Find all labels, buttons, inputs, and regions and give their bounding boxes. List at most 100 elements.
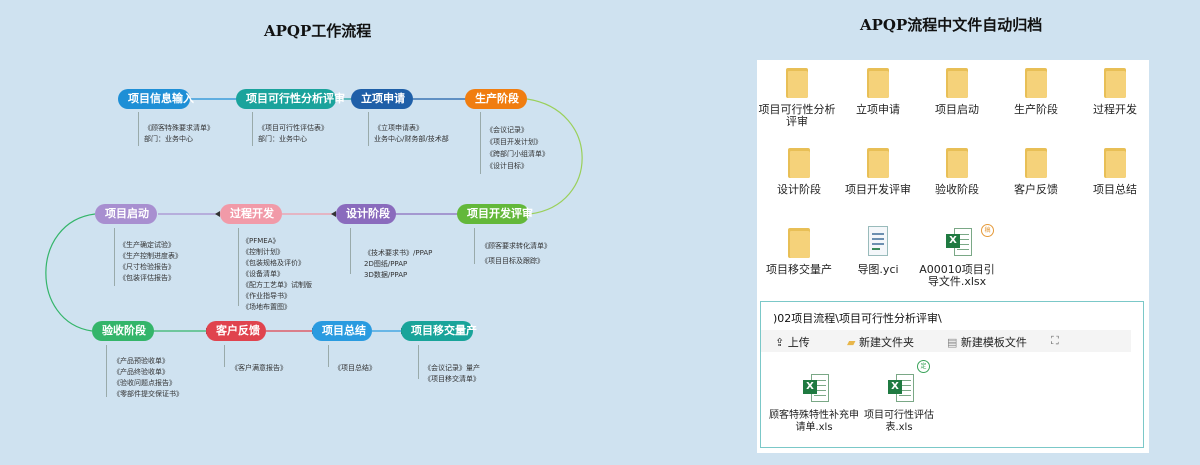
sub-item: 《顾客要求转化清单》 (481, 242, 551, 250)
sub-item: 《项目总结》 (334, 364, 376, 372)
sub-item: 《控制计划》 (242, 248, 284, 256)
file-label: 项目可行性评估表.xls (864, 410, 934, 433)
sub-item: 《立项申请表》 (374, 124, 423, 132)
sub-list-design: 《技术要求书》/PPAP 2D图纸/PPAP 3D数据/PPAP (364, 248, 432, 281)
flow-node-project-start: 项目启动 (95, 204, 157, 224)
file-label: 导图.yci (857, 263, 899, 276)
sub-item: 《包装评估报告》 (119, 274, 175, 282)
flow-node-feasibility-review: 项目可行性分析评审 (236, 89, 345, 109)
sub-item: 《配方工艺单》试制版 (242, 281, 312, 289)
folder-item[interactable]: 设计阶段 (757, 148, 841, 196)
folder-icon (788, 148, 810, 178)
sub-bracket (238, 228, 240, 306)
sub-item: 《包装规格及评价》 (242, 259, 305, 267)
folder-label: 过程开发 (1093, 103, 1137, 116)
sub-item: 《生产确定试验》 (119, 241, 175, 249)
sub-item: 《项目开发计划》 (486, 138, 542, 146)
sub-item: 《生产控制进度表》 (119, 252, 182, 260)
sub-list-acceptance: 《产品预验收单》 《产品终验收单》 《验收问题点报告》 《零部件提交保证书》 (113, 356, 183, 400)
new-folder-icon: ▰ (847, 336, 856, 349)
folder-item[interactable]: 项目总结 (1073, 148, 1157, 196)
sub-bracket (350, 228, 352, 274)
sub-list-apply: 《立项申请表》 业务中心/财务部/技术部 (374, 123, 449, 145)
folder-icon (946, 68, 968, 98)
file-item[interactable]: X 顾客特殊特性补充申请单.xls (769, 372, 859, 434)
folder-icon (1104, 68, 1126, 98)
folder-icon (1104, 148, 1126, 178)
sub-item: 《产品终验收单》 (113, 368, 169, 376)
file-item[interactable]: X 稿 A00010项目引导文件.xlsx (915, 224, 999, 288)
folder-item[interactable]: 项目开发评审 (836, 148, 920, 196)
folder-label: 项目启动 (935, 103, 979, 116)
sub-list-process: 《PFMEA》 《控制计划》 《包装规格及评价》 《设备清单》 《配方工艺单》试… (242, 236, 312, 313)
flow-node-design: 设计阶段 (336, 204, 396, 224)
sub-item: 业务中心/财务部/技术部 (374, 135, 449, 143)
sub-bracket (106, 345, 108, 397)
sub-item: 《作业指导书》 (242, 292, 291, 300)
sub-bracket (328, 345, 330, 367)
folder-item[interactable]: 生产阶段 (994, 68, 1078, 116)
sub-item: 部门：业务中心 (258, 135, 307, 143)
sub-item: 部门：业务中心 (144, 135, 193, 143)
sub-bracket (138, 112, 140, 146)
sub-bracket (252, 112, 254, 146)
sub-bracket (480, 112, 482, 174)
sub-item: 《尺寸检验报告》 (119, 263, 175, 271)
flow-node-info-input: 项目信息输入 (118, 89, 194, 109)
folder-icon (867, 148, 889, 178)
template-icon: ▤ (947, 336, 958, 349)
crop-icon[interactable]: ⛶ (1051, 334, 1059, 347)
sub-item: 《跨部门小组清单》 (486, 150, 549, 158)
sub-bracket (418, 345, 420, 379)
upload-label: 上传 (787, 336, 810, 349)
folder-item[interactable]: 过程开发 (1073, 68, 1157, 116)
flow-node-acceptance: 验收阶段 (92, 321, 154, 341)
right-title: APQP流程中文件自动归档 (860, 16, 1043, 34)
folder-icon (1025, 148, 1047, 178)
sub-item: 《顾客特殊要求清单》 (144, 124, 214, 132)
sub-item: 《零部件提交保证书》 (113, 390, 183, 398)
folder-item[interactable]: 项目启动 (915, 68, 999, 116)
file-status-badge: 稿 (981, 224, 994, 237)
folder-item[interactable]: 项目移交量产 (757, 228, 841, 276)
file-item[interactable]: X 定 项目可行性评估表.xls (857, 360, 941, 434)
sub-list-production: 《会议记录》 《项目开发计划》 《跨部门小组清单》 《设计目标》 (486, 124, 549, 172)
excel-icon: X (801, 372, 829, 404)
dialog-toolbar: ⇪ 上传 ▰ 新建文件夹 ▤ 新建模板文件 ⛶ (761, 330, 1131, 352)
sub-item: 《客户满意报告》 (231, 364, 287, 372)
sub-item: 《验收问题点报告》 (113, 379, 176, 387)
folder-label: 项目总结 (1093, 183, 1137, 196)
folder-item[interactable]: 验收阶段 (915, 148, 999, 196)
sub-list-summary: 《项目总结》 (334, 363, 376, 374)
sub-item: 3D数据/PPAP (364, 271, 408, 279)
file-item[interactable]: 导图.yci (836, 226, 920, 276)
sub-item: 2D图纸/PPAP (364, 260, 408, 268)
sub-item: 《设计目标》 (486, 162, 528, 170)
flow-node-customer-feedback: 客户反馈 (206, 321, 266, 341)
folder-item[interactable]: 客户反馈 (994, 148, 1078, 196)
sub-list-devreview: 《顾客要求转化清单》 《项目目标及跟踪》 (481, 239, 551, 269)
flow-node-handover: 项目移交量产 (401, 321, 477, 341)
folder-label: 客户反馈 (1014, 183, 1058, 196)
new-folder-button[interactable]: ▰ 新建文件夹 (847, 334, 914, 350)
flow-node-dev-review: 项目开发评审 (457, 204, 533, 224)
sub-list-info: 《顾客特殊要求清单》 部门：业务中心 (144, 123, 214, 145)
sub-bracket (368, 112, 370, 146)
sub-list-handover: 《会议记录》量产 《项目移交清单》 (424, 363, 480, 385)
folder-label: 验收阶段 (935, 183, 979, 196)
sub-item: 《产品预验收单》 (113, 357, 169, 365)
file-label: 顾客特殊特性补充申请单.xls (769, 410, 859, 433)
sub-list-feedback: 《客户满意报告》 (231, 363, 287, 374)
folder-icon (867, 68, 889, 98)
folder-dialog: )02项目流程\项目可行性分析评审\ ⇪ 上传 ▰ 新建文件夹 ▤ 新建模板文件… (760, 301, 1144, 448)
sub-list-start: 《生产确定试验》 《生产控制进度表》 《尺寸检验报告》 《包装评估报告》 (119, 240, 182, 284)
folder-item[interactable]: 项目可行性分析评审 (755, 68, 839, 128)
sub-item: 《项目目标及跟踪》 (481, 257, 544, 265)
new-template-label: 新建模板文件 (960, 336, 1027, 349)
flow-node-summary: 项目总结 (312, 321, 372, 341)
folder-label: 项目可行性分析评审 (758, 103, 836, 128)
folder-item[interactable]: 立项申请 (836, 68, 920, 116)
new-folder-label: 新建文件夹 (858, 336, 914, 349)
upload-button[interactable]: ⇪ 上传 (775, 334, 810, 350)
new-template-button[interactable]: ▤ 新建模板文件 (947, 334, 1027, 350)
